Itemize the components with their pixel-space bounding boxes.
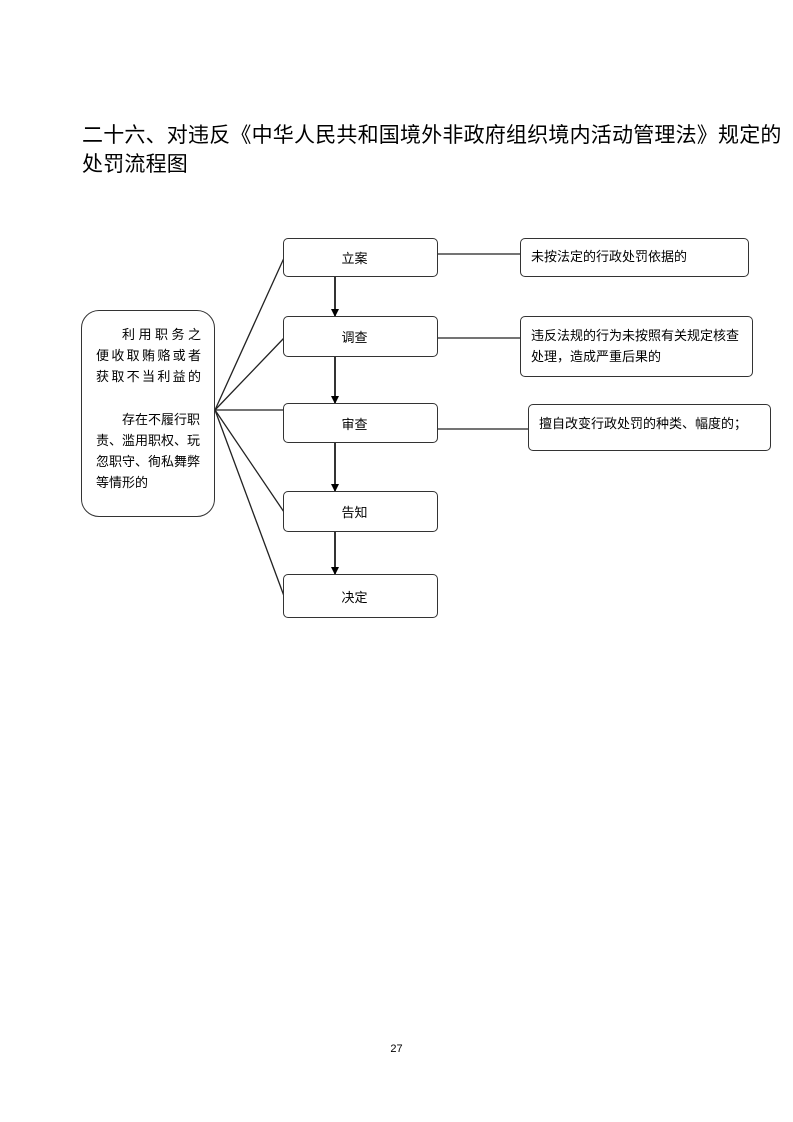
- note-text: 未按法定的行政处罚依据的: [531, 250, 688, 265]
- step-label: 告知: [341, 506, 368, 521]
- note-box-1: 未按法定的行政处罚依据的: [520, 238, 749, 277]
- note-text: 违反法规的行为未按照有关规定核查处理，造成严重后果的: [531, 329, 740, 365]
- step-box-shencha: 审查: [283, 403, 438, 443]
- step-box-lian: 立案: [283, 238, 438, 277]
- fan-line-1: [214, 257, 285, 411]
- step-label: 调查: [341, 331, 368, 346]
- fan-line-5: [214, 409, 285, 597]
- step-label: 立案: [341, 252, 368, 267]
- step-box-jueding: 决定: [283, 574, 438, 618]
- fan-line-4: [214, 409, 285, 513]
- step-label: 审查: [341, 417, 368, 433]
- note-box-3: 擅自改变行政处罚的种类、幅度的；: [528, 404, 771, 451]
- step-box-gaozhi: 告知: [283, 491, 438, 532]
- note-text: 擅自改变行政处罚的种类、幅度的；: [539, 417, 748, 432]
- page-title: 二十六、对违反《中华人民共和国境外非政府组织境内活动管理法》规定的 处罚流程图: [82, 123, 782, 176]
- page-number: 27: [390, 1043, 403, 1055]
- note-box-2: 违反法规的行为未按照有关规定核查处理，造成严重后果的: [520, 316, 753, 377]
- step-label: 决定: [341, 590, 368, 606]
- condition-box: 利用职务之便收取贿赂或者获取不当利益的 存在不履行职责、滥用职权、玩忽职守、徇私…: [81, 310, 215, 517]
- fan-line-2: [214, 337, 285, 411]
- condition-text-2: 存在不履行职责、滥用职权、玩忽职守、徇私舞弊等情形的: [96, 413, 201, 491]
- condition-text-1: 利用职务之便收取贿赂或者获取不当利益的: [96, 328, 202, 385]
- step-box-diaocha: 调查: [283, 316, 438, 357]
